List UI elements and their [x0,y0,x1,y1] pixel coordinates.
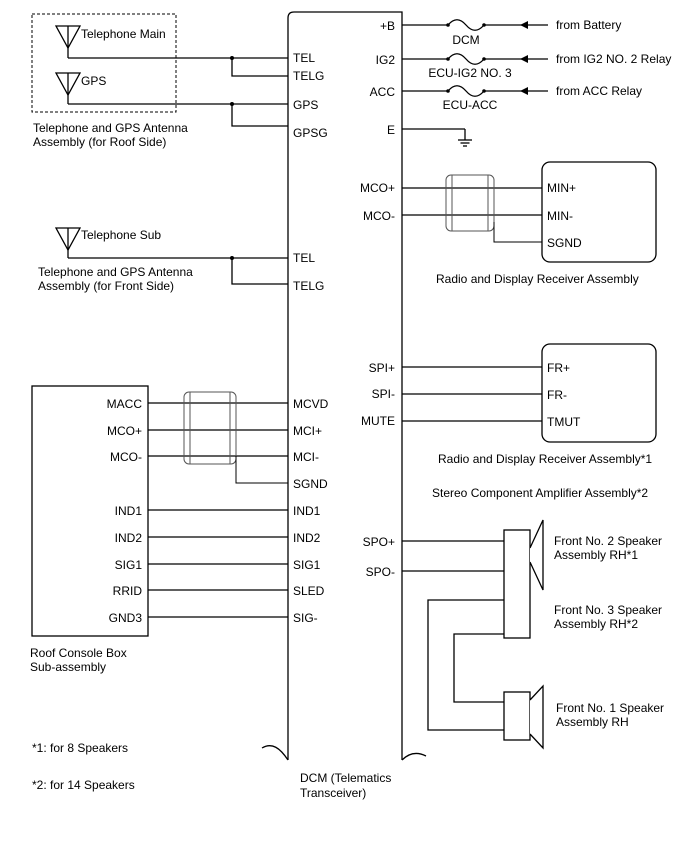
dcm-pin-acc: ACC [370,85,396,99]
antenna-telephone-main: Telephone Main [81,27,166,41]
dcm-pin-telg-1: TELG [293,69,324,83]
console-pin-rrid: RRID [113,584,143,598]
antenna-icon [54,227,82,258]
antenna-front-caption-1: Telephone and GPS Antenna [38,265,193,279]
antenna-front-assembly: Telephone Sub Telephone and GPS Antenna … [38,227,288,293]
console-pin-ind2: IND2 [115,531,143,545]
dcm-pin-mco-minus: MCO- [363,209,395,223]
console-pin-mco-plus: MCO+ [107,424,142,438]
dcm-name-line1: DCM (Telematics [300,771,391,785]
fuse-ecu-ig2: ECU-IG2 NO. 3 [428,66,512,80]
console-pin-ind1: IND1 [115,504,143,518]
dcm-pin-spi-plus: SPI+ [369,361,395,375]
console-pin-mco-minus: MCO- [110,450,142,464]
console-pin-macc: MACC [107,397,143,411]
antenna-roof-caption-2: Assembly (for Roof Side) [33,135,166,149]
dcm-pin-spo-plus: SPO+ [363,535,395,549]
speaker-front2-line1: Front No. 2 Speaker [554,534,662,548]
dcm-pin-gps: GPS [293,98,318,112]
console-pin-sig1: SIG1 [115,558,143,572]
dcm-right-pins: +B IG2 ACC E MCO+ MCO- SPI+ SPI- MUTE SP… [360,19,395,579]
dcm-pin-mci-plus: MCI+ [293,424,322,438]
roof-console-box: MACC MCO+ MCO- IND1 IND2 SIG1 RRID GND3 … [30,385,288,674]
speaker-front1-line2: Assembly RH [556,715,629,729]
amp-caption-14sp: Stereo Component Amplifier Assembly*2 [432,486,648,500]
shielded-cable [183,391,288,484]
dcm-pin-tel-2: TEL [293,251,315,265]
dcm-pin-spi-minus: SPI- [372,387,395,401]
radio-pin-min-plus: MIN+ [547,181,576,195]
antenna-gps: GPS [81,74,106,88]
antenna-front-caption-2: Assembly (for Front Side) [38,279,174,293]
radio-pin-min-minus: MIN- [547,209,573,223]
antenna-telephone-sub: Telephone Sub [81,228,161,242]
dcm-pin-mci-minus: MCI- [293,450,319,464]
console-caption-1: Roof Console Box [30,646,127,660]
dcm-pin-gpsg: GPSG [293,126,328,140]
console-pin-gnd3: GND3 [109,611,143,625]
footnotes: *1: for 8 Speakers *2: for 14 Speakers [32,741,135,792]
dcm-pin-plus-b: +B [380,19,395,33]
dcm-pin-ig2: IG2 [376,53,396,67]
dcm-pin-e: E [387,123,395,137]
antenna-icon [54,25,82,58]
speaker-icon [503,684,544,750]
radio-display-receiver: MIN+ MIN- SGND Radio and Display Receive… [402,161,657,286]
antenna-roof-assembly: Telephone Main GPS Telephone and GPS Ant… [31,13,288,149]
ground-icon [458,139,472,147]
dcm-pin-tel-1: TEL [293,51,315,65]
source-acc-relay: from ACC Relay [556,84,642,98]
fuse-ecu-acc: ECU-ACC [443,98,498,112]
dcm-pin-mco-plus: MCO+ [360,181,395,195]
source-battery: from Battery [556,18,621,32]
dcm-pin-mcvd: MCVD [293,397,329,411]
dcm-pin-mute: MUTE [361,414,395,428]
console-caption-2: Sub-assembly [30,660,106,674]
note-14-speakers: *2: for 14 Speakers [32,778,135,792]
radio-caption-8sp: Radio and Display Receiver Assembly*1 [438,452,652,466]
speaker-front2-line2: Assembly RH*1 [554,548,638,562]
dcm-left-pins: TEL TELG GPS GPSG TEL TELG MCVD MCI+ MCI… [293,51,329,625]
amp-pin-fr-plus: FR+ [547,361,570,375]
dcm-pin-sled: SLED [293,584,325,598]
source-ig2-relay: from IG2 NO. 2 Relay [556,52,671,66]
dcm-name-line2: Transceiver) [300,786,366,800]
speaker-front3-line1: Front No. 3 Speaker [554,603,662,617]
antenna-roof-caption-1: Telephone and GPS Antenna [33,121,188,135]
dcm-pin-ind1: IND1 [293,504,321,518]
dcm-pin-telg-2: TELG [293,279,324,293]
speaker-front1-line1: Front No. 1 Speaker [556,701,664,715]
radio-pin-sgnd: SGND [547,236,582,250]
dcm-pin-spo-minus: SPO- [366,565,395,579]
antenna-icon [54,72,82,104]
amp-pin-fr-minus: FR- [547,388,567,402]
dcm-pin-ind2: IND2 [293,531,321,545]
power-supply: DCM from Battery ECU-IG2 NO. 3 from IG2 … [402,18,671,147]
dcm-pin-sig1: SIG1 [293,558,321,572]
speaker-icon [503,519,544,639]
fuse-dcm: DCM [452,33,479,47]
dcm-pin-sig-minus: SIG- [293,611,318,625]
amp-pin-tmut: TMUT [547,415,581,429]
radio-caption: Radio and Display Receiver Assembly [436,272,639,286]
radio-amplifier-assembly: FR+ FR- TMUT Radio and Display Receiver … [402,343,657,500]
dcm-unit: DCM (Telematics Transceiver) [261,11,427,800]
note-8-speakers: *1: for 8 Speakers [32,741,128,755]
shielded-cable [445,174,542,243]
speaker-front3-line2: Assembly RH*2 [554,617,638,631]
speaker-assemblies: Front No. 2 Speaker Assembly RH*1 Front … [402,519,664,750]
dcm-pin-sgnd: SGND [293,477,328,491]
